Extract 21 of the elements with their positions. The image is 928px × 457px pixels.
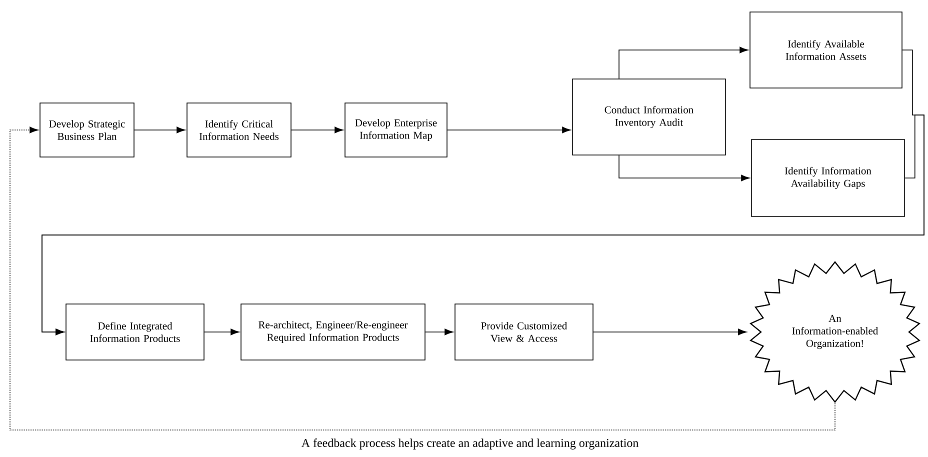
process-box: Develop Strategic Business Plan — [40, 102, 134, 158]
arrow — [291, 126, 344, 134]
arrow — [134, 126, 186, 134]
process-box: Re-architect, Engineer/Re-engineer Required Information Products — [240, 304, 426, 360]
caption: A feedback process helps create an adaptive and learning organization — [301, 438, 639, 450]
arrow — [204, 328, 240, 336]
arrow — [618, 46, 748, 79]
process-box: Identify Critical Information Needs — [186, 102, 292, 158]
arrow — [447, 126, 571, 134]
arrow — [593, 328, 747, 336]
starburst: An Information-enabled Organization! — [749, 261, 921, 403]
arrow — [10, 126, 836, 430]
arrow — [425, 328, 454, 336]
arrow — [618, 155, 750, 182]
process-box: Identify Information Availability Gaps — [751, 139, 905, 217]
process-box: Provide Customized View & Access — [454, 304, 594, 360]
arrow — [42, 114, 924, 336]
process-box: Conduct Information Inventory Audit — [572, 78, 726, 156]
process-box: Develop Enterprise Information Map — [344, 102, 448, 158]
process-box: Define Integrated Information Products — [66, 304, 204, 360]
process-box: Identify Available Information Assets — [750, 12, 902, 88]
